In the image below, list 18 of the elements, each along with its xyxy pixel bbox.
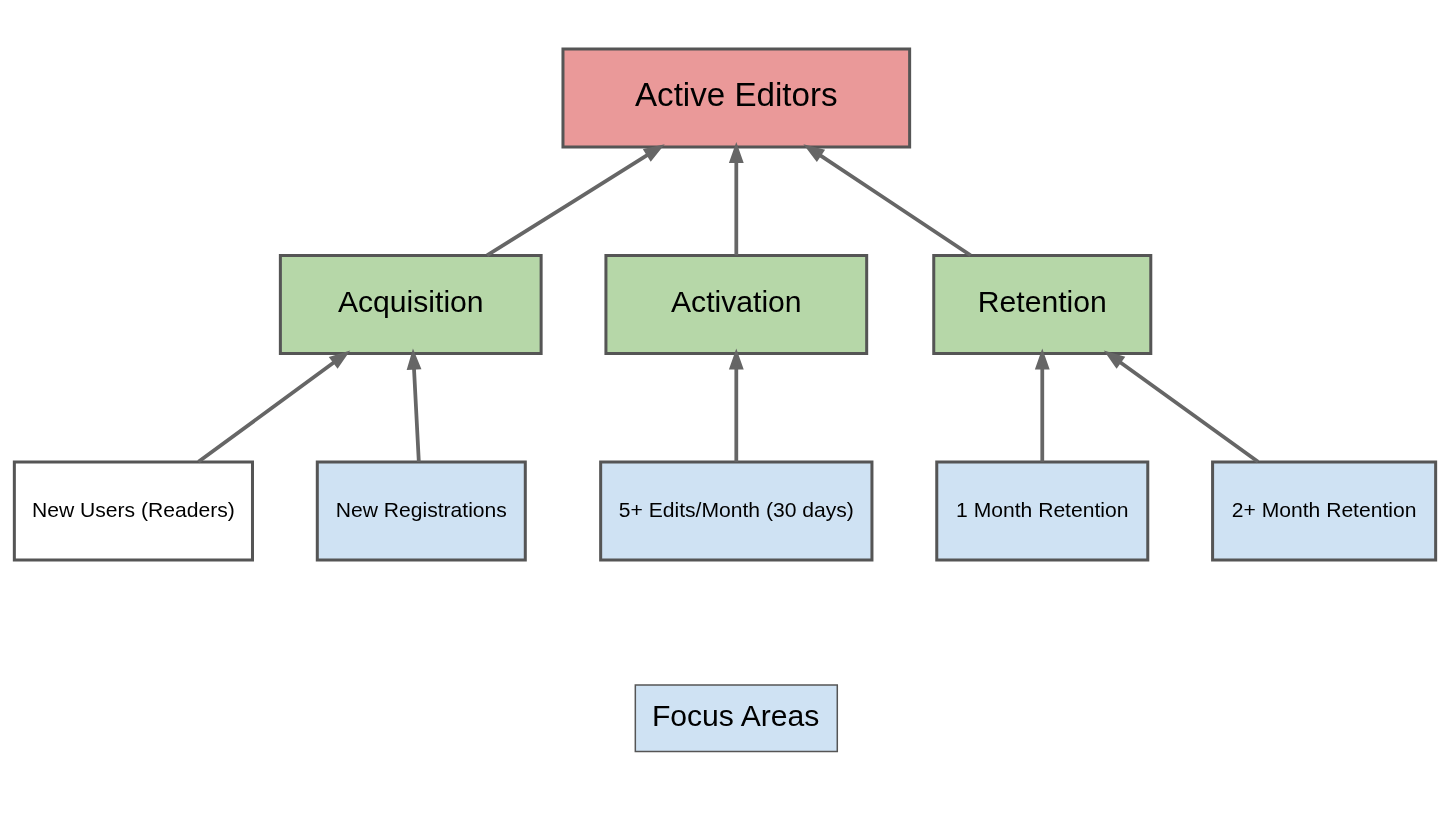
- arrow: [486, 144, 665, 257]
- arrow: [728, 348, 744, 462]
- node-box: Activation: [604, 254, 869, 355]
- arrow: [1034, 348, 1050, 462]
- node-box: Retention: [932, 254, 1153, 355]
- arrow: [1103, 350, 1260, 464]
- arrow: [803, 144, 972, 257]
- arrow: [406, 348, 422, 462]
- node-box: 5+ Edits/Month (30 days): [599, 460, 874, 562]
- arrow: [728, 141, 744, 256]
- node-box: New Registrations: [315, 460, 527, 562]
- node-box: 2+ Month Retention: [1211, 460, 1438, 562]
- node-box: Active Editors: [561, 47, 912, 149]
- arrow: [197, 350, 351, 464]
- node-box: Acquisition: [278, 254, 543, 355]
- node-box: 1 Month Retention: [935, 460, 1150, 562]
- node-box: New Users (Readers): [12, 460, 254, 562]
- legend-label: Focus Areas: [651, 698, 820, 732]
